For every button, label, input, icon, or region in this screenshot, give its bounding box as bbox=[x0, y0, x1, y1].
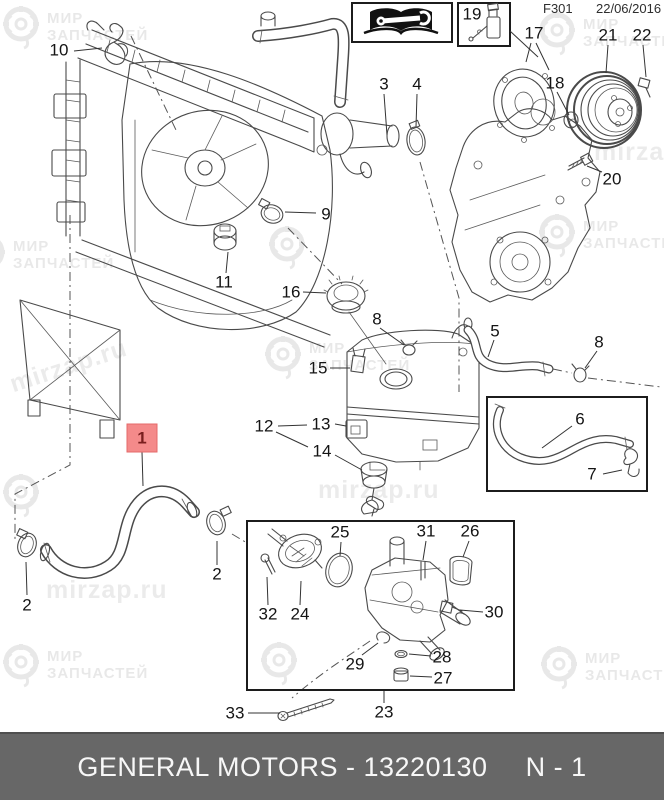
retainer-part bbox=[213, 223, 237, 251]
callout-26: 26 bbox=[460, 521, 480, 541]
callout-14: 14 bbox=[312, 441, 332, 461]
callout-9: 9 bbox=[321, 204, 331, 224]
hose-clamp-part bbox=[258, 197, 284, 224]
callout-7: 7 bbox=[587, 464, 597, 484]
figure-date: 22/06/2016 bbox=[596, 1, 662, 16]
thermostat-housing-box bbox=[246, 520, 515, 691]
footer-brand-part-number: GENERAL MOTORS - 13220130 bbox=[77, 751, 488, 782]
expansion-tank-part bbox=[346, 317, 480, 471]
sealant-bottle-icon bbox=[468, 2, 501, 42]
level-sensor-part-14 bbox=[360, 461, 388, 515]
callout-18: 18 bbox=[545, 73, 565, 93]
callout-3: 3 bbox=[379, 74, 389, 94]
callout-1-highlighted: 1 bbox=[126, 423, 158, 453]
bolt-part-22 bbox=[637, 77, 651, 98]
callout-2: 2 bbox=[212, 564, 222, 584]
clamp-bolt-part-8 bbox=[400, 339, 418, 356]
callout-20: 20 bbox=[602, 169, 622, 189]
callout-33: 33 bbox=[225, 703, 245, 723]
crankshaft-pulley-part bbox=[566, 71, 642, 149]
retainer-clip-part bbox=[104, 23, 129, 65]
clip-part-15 bbox=[350, 347, 366, 374]
callout-32: 32 bbox=[258, 604, 278, 624]
parts-diagram: МИРЗАПЧАСТЕЙМИРЗАПЧАСТЕЙМИРЗАПЧАСТЕЙМИРЗ… bbox=[0, 1, 664, 723]
engine-front-cover bbox=[449, 108, 601, 303]
callout-5: 5 bbox=[490, 321, 500, 341]
callout-27: 27 bbox=[433, 668, 453, 688]
callout-22: 22 bbox=[632, 25, 652, 45]
callout-28: 28 bbox=[432, 647, 452, 667]
hose-clamp-part-2-right bbox=[206, 505, 232, 536]
callout-31: 31 bbox=[416, 521, 436, 541]
footer-bar: GENERAL MOTORS - 13220130 N - 1 bbox=[0, 732, 664, 800]
radiator-assembly bbox=[19, 11, 333, 439]
callout-23: 23 bbox=[374, 702, 394, 722]
lower-radiator-hose-part-1 bbox=[39, 485, 200, 579]
callout-16: 16 bbox=[281, 282, 301, 302]
hose-clamp-part-8b bbox=[571, 363, 590, 383]
upper-radiator-hose bbox=[252, 18, 350, 108]
footer-page-ref: N - 1 bbox=[525, 751, 587, 782]
callout-17: 17 bbox=[524, 23, 544, 43]
callout-13: 13 bbox=[311, 414, 331, 434]
clamp-part-4 bbox=[406, 119, 426, 156]
figure-code: F301 bbox=[543, 1, 573, 16]
callout-12: 12 bbox=[254, 416, 274, 436]
callout-19: 19 bbox=[462, 4, 482, 24]
callout-2: 2 bbox=[22, 595, 32, 615]
callout-11: 11 bbox=[215, 272, 233, 292]
callout-6: 6 bbox=[575, 409, 585, 429]
callout-30: 30 bbox=[484, 602, 504, 622]
diagram-line-art bbox=[14, 2, 662, 722]
inset-box-hose bbox=[486, 396, 648, 492]
bracket-part-13 bbox=[345, 419, 368, 439]
overflow-hose-part-5 bbox=[463, 325, 554, 377]
callout-8: 8 bbox=[594, 332, 604, 352]
leader-lines bbox=[25, 30, 647, 714]
callout-15: 15 bbox=[308, 358, 328, 378]
callout-4: 4 bbox=[412, 74, 422, 94]
workshop-manual-book-wrench-icon bbox=[363, 8, 439, 35]
tank-cap-part bbox=[323, 275, 387, 365]
legend-boxes bbox=[351, 2, 511, 47]
construction-lines bbox=[14, 35, 662, 699]
callout-25: 25 bbox=[330, 522, 350, 542]
hose-clamp-part-2-left bbox=[16, 528, 37, 558]
water-outlet-part bbox=[316, 112, 400, 179]
callout-10: 10 bbox=[49, 40, 69, 60]
callout-8: 8 bbox=[372, 309, 382, 329]
callout-29: 29 bbox=[345, 654, 365, 674]
screw-part-33 bbox=[277, 698, 335, 722]
small-clip-part bbox=[365, 496, 385, 517]
bolt-part-20 bbox=[567, 152, 594, 171]
callout-24: 24 bbox=[290, 604, 310, 624]
water-pump-part bbox=[493, 68, 556, 143]
callout-21: 21 bbox=[598, 25, 618, 45]
